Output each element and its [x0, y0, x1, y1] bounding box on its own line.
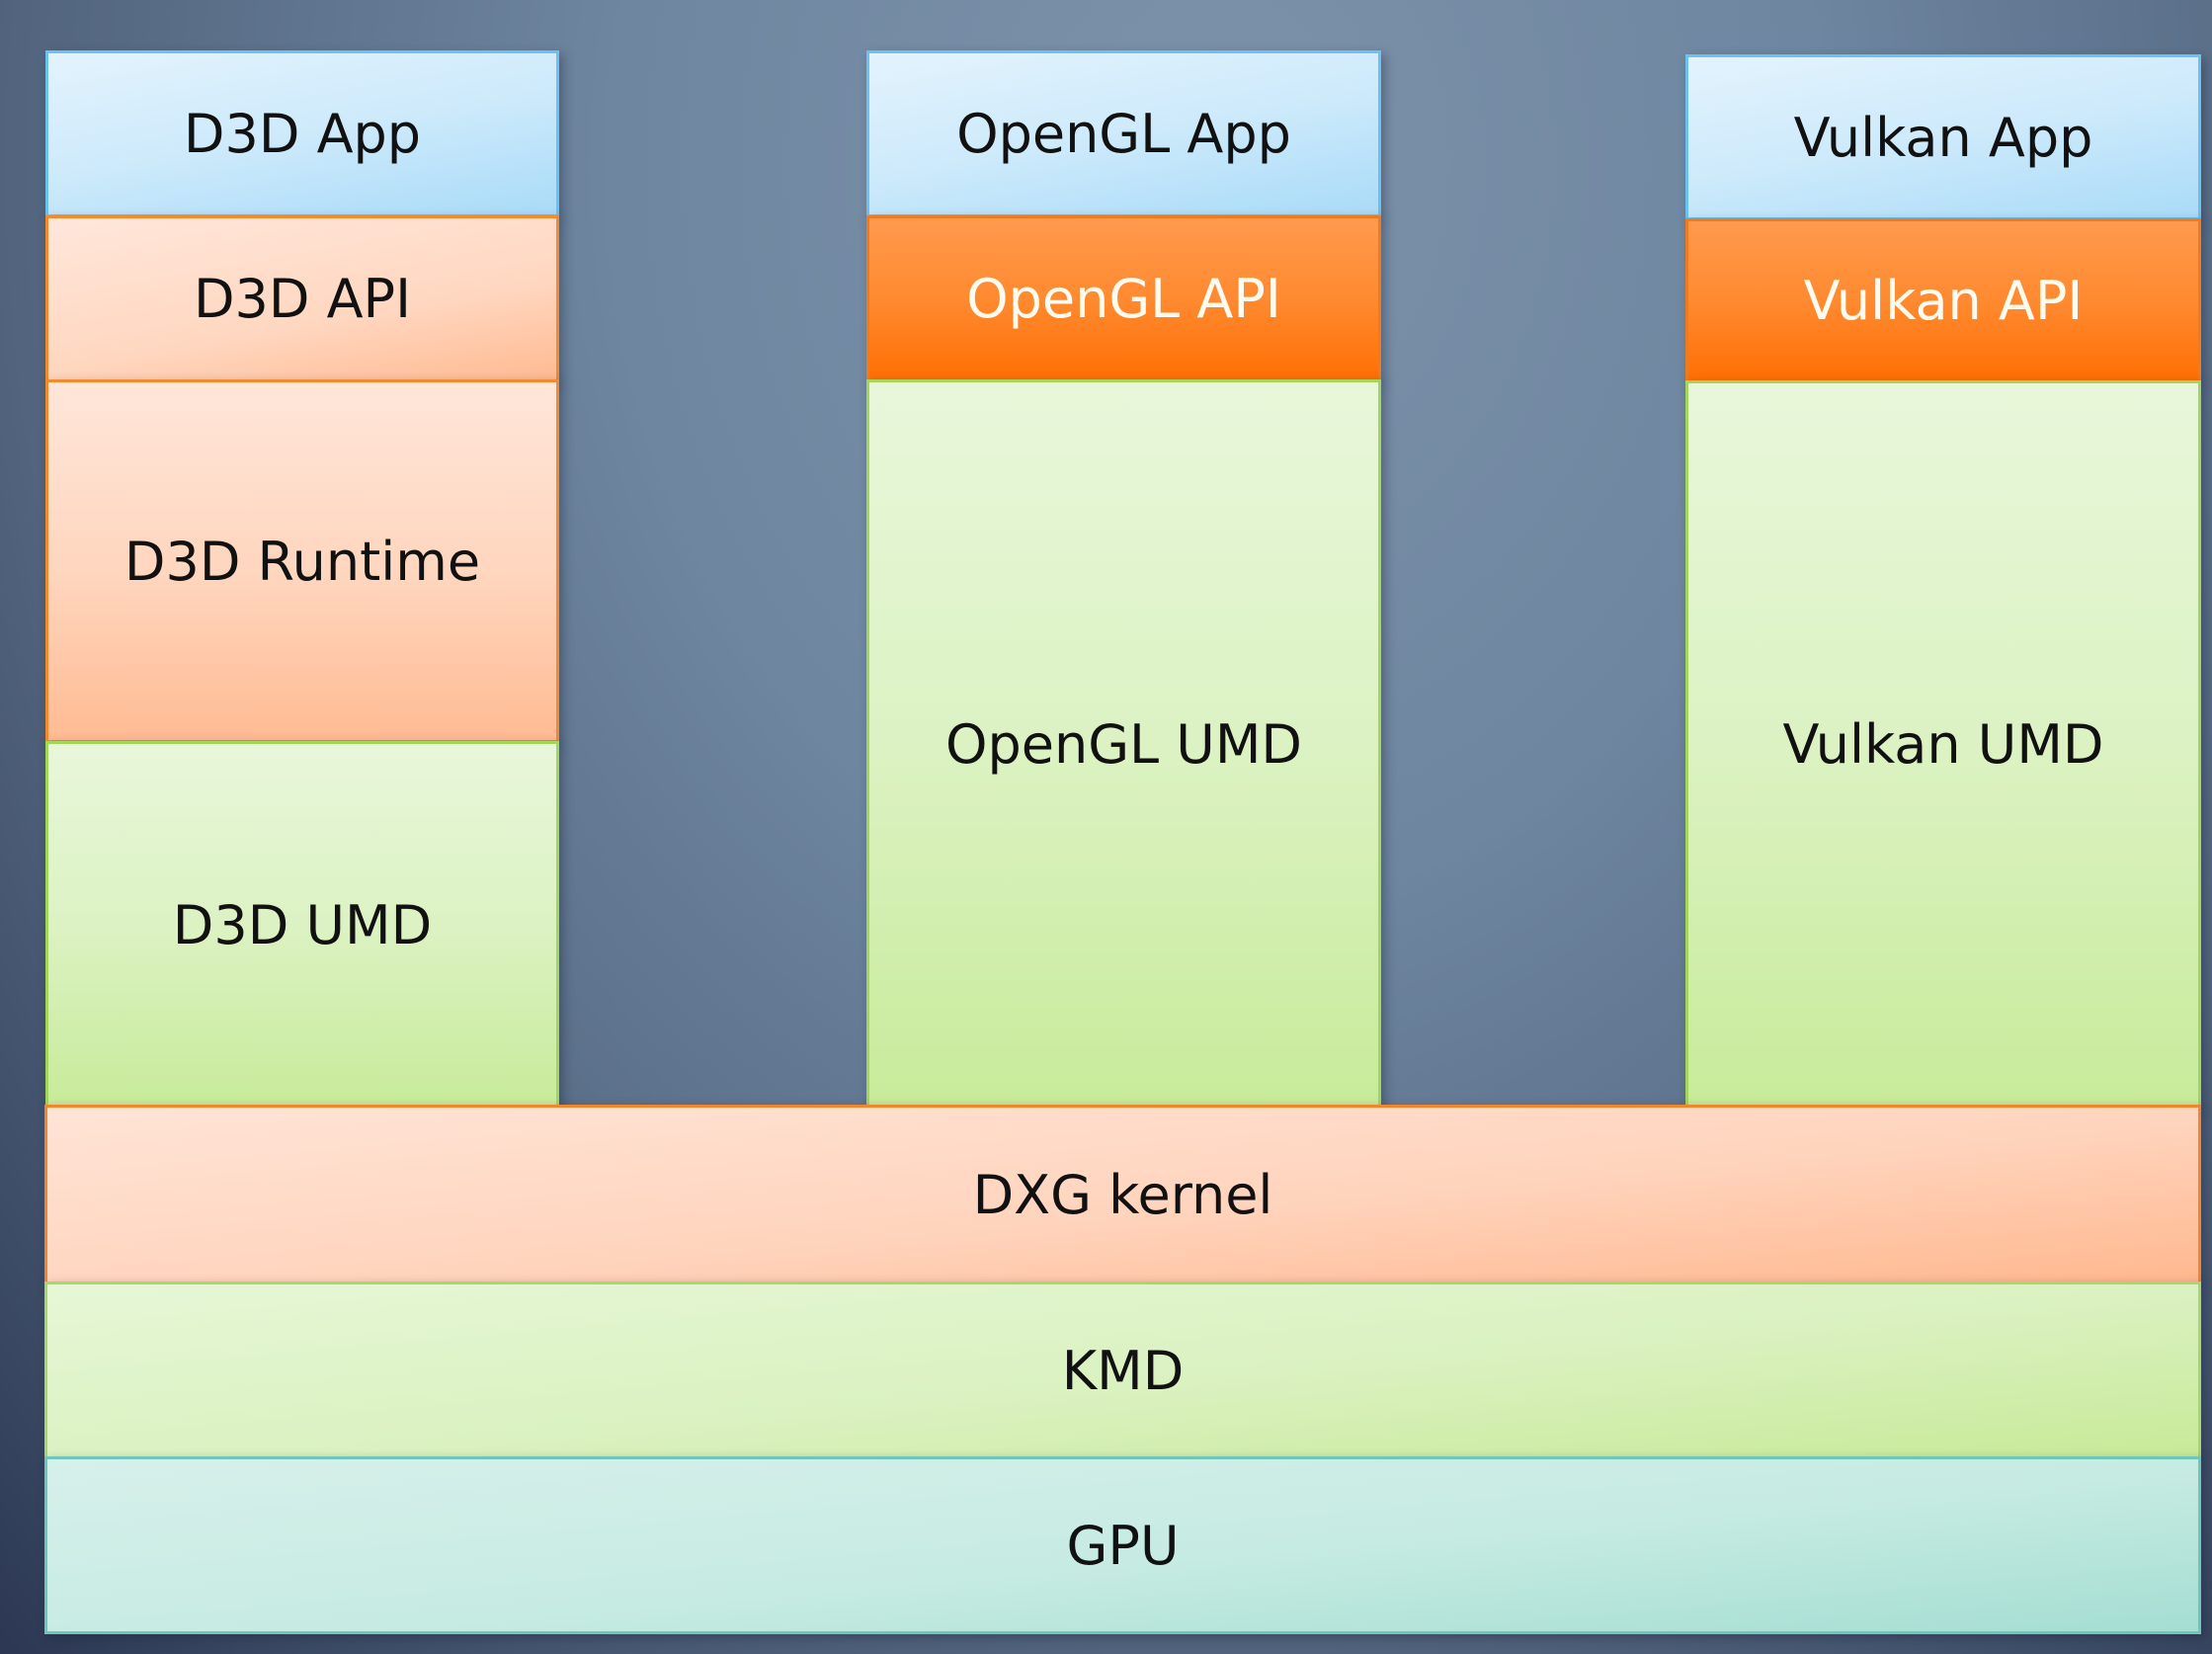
d3d-umd-label: D3D UMD — [172, 893, 433, 956]
vulkan-api-layer: Vulkan API — [1685, 218, 2201, 383]
opengl-api-label: OpenGL API — [966, 268, 1281, 330]
opengl-api-layer: OpenGL API — [866, 215, 1381, 382]
opengl-app-layer: OpenGL App — [866, 50, 1381, 217]
gpu-layer: GPU — [44, 1456, 2201, 1634]
d3d-api-layer: D3D API — [45, 215, 559, 382]
gpu-label: GPU — [1066, 1514, 1180, 1577]
d3d-runtime-layer: D3D Runtime — [45, 379, 559, 743]
opengl-app-label: OpenGL App — [956, 103, 1291, 165]
opengl-umd-label: OpenGL UMD — [944, 712, 1303, 776]
kmd-label: KMD — [1061, 1339, 1185, 1402]
vulkan-api-label: Vulkan API — [1803, 270, 2084, 332]
d3d-app-label: D3D App — [183, 103, 422, 165]
vulkan-umd-layer: Vulkan UMD — [1685, 380, 2201, 1109]
vulkan-app-layer: Vulkan App — [1685, 54, 2201, 220]
kmd-layer: KMD — [44, 1282, 2201, 1459]
d3d-api-label: D3D API — [193, 268, 412, 330]
dxg-kernel-label: DXG kernel — [972, 1163, 1273, 1226]
d3d-runtime-label: D3D Runtime — [123, 530, 481, 593]
d3d-app-layer: D3D App — [45, 50, 559, 217]
vulkan-umd-label: Vulkan UMD — [1782, 713, 2104, 776]
d3d-umd-layer: D3D UMD — [45, 741, 559, 1109]
dxg-kernel-layer: DXG kernel — [44, 1105, 2201, 1284]
opengl-umd-layer: OpenGL UMD — [866, 379, 1381, 1109]
vulkan-app-label: Vulkan App — [1793, 106, 2093, 169]
